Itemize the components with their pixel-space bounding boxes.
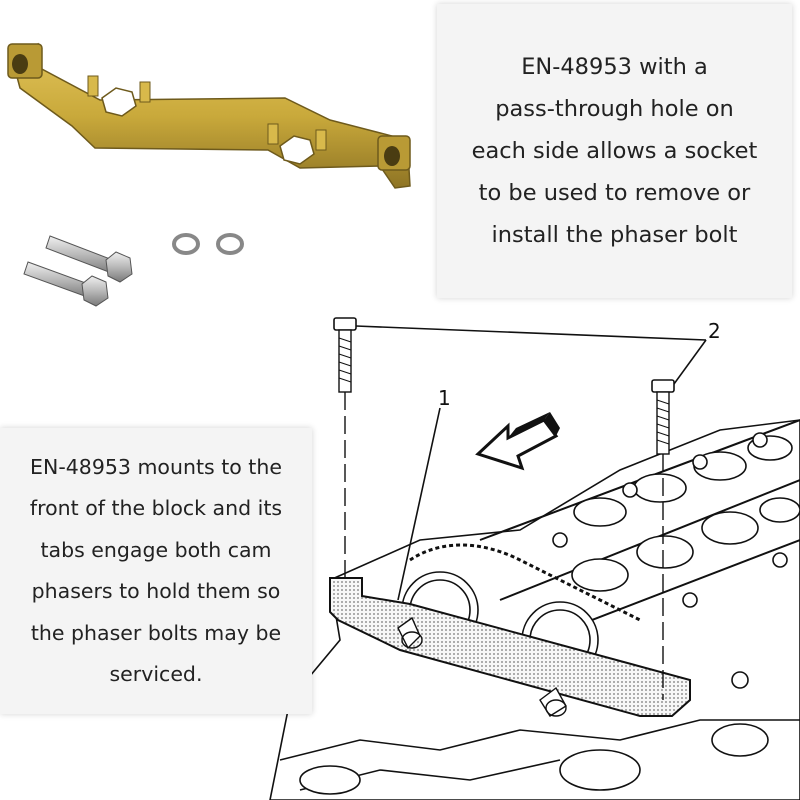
holding-tool-photo	[7, 42, 411, 189]
caption-left-panel: EN-48953 mounts to the front of the bloc…	[0, 428, 312, 714]
direction-arrow-icon	[475, 412, 560, 471]
washer-icon	[172, 233, 244, 255]
hex-bolt-icon	[23, 235, 133, 307]
caption-top-text: EN-48953 with a pass-through hole on eac…	[471, 54, 758, 248]
caption-top-panel: EN-48953 with a pass-through hole on eac…	[437, 4, 792, 298]
callout-2: 2	[708, 319, 721, 343]
caption-left-text: EN-48953 mounts to the front of the bloc…	[29, 454, 283, 687]
callout-1: 1	[438, 386, 451, 410]
phaser-bolts	[333, 317, 707, 700]
installed-holding-tool	[329, 577, 691, 717]
